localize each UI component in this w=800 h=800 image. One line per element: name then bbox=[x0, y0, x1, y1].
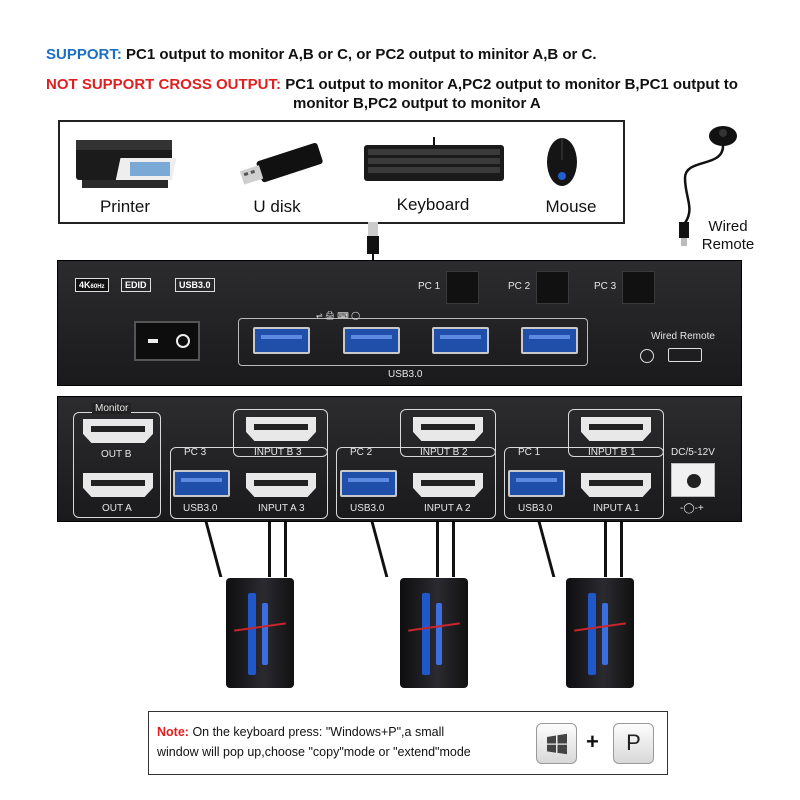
note-prefix: Note: bbox=[157, 725, 189, 739]
rear-pc3-label: PC 3 bbox=[184, 447, 207, 458]
printer-label: Printer bbox=[99, 197, 151, 216]
pc2-label: PC 2 bbox=[508, 281, 531, 292]
pc2-input-b-frame bbox=[400, 409, 496, 457]
input-a2-label: INPUT A 2 bbox=[424, 503, 471, 514]
wired-remote-label-1: Wired bbox=[708, 218, 748, 235]
printer-icon bbox=[68, 132, 186, 194]
usb-port-group bbox=[238, 318, 588, 366]
front-usb-port-1[interactable] bbox=[253, 327, 310, 354]
usb-cable-pc1 bbox=[537, 522, 556, 577]
hdmi-cable-pc1-a bbox=[604, 522, 607, 577]
support-line: SUPPORT: PC1 output to monitor A,B or C,… bbox=[46, 45, 786, 64]
hdmi-input-b3[interactable] bbox=[246, 417, 316, 441]
hdmi-out-b[interactable] bbox=[83, 419, 153, 443]
out-b-label: OUT B bbox=[101, 449, 132, 460]
pc2-button[interactable] bbox=[536, 271, 569, 304]
input-a3-label: INPUT A 3 bbox=[258, 503, 305, 514]
remote-jack-icon bbox=[640, 349, 654, 363]
udisk-label: U disk bbox=[253, 197, 301, 216]
rear-pc1-label: PC 1 bbox=[518, 447, 541, 458]
front-panel: 4K60Hz EDID USB3.0 PC 1 PC 2 PC 3 ⇌ 🖨 ⌨ … bbox=[57, 260, 742, 386]
not-support-prefix: NOT SUPPORT CROSS OUTPUT: bbox=[46, 76, 282, 93]
p-key: P bbox=[613, 723, 654, 764]
note-box: Note: On the keyboard press: "Windows+P"… bbox=[148, 711, 668, 775]
usb-cable-pc3 bbox=[204, 522, 223, 577]
dc-label: DC/5-12V bbox=[671, 447, 715, 458]
input-b3-label: INPUT B 3 bbox=[254, 447, 302, 458]
front-usb-port-3[interactable] bbox=[432, 327, 489, 354]
hdmi-input-a2[interactable] bbox=[413, 473, 483, 497]
input-b2-label: INPUT B 2 bbox=[420, 447, 468, 458]
hdmi-input-b2[interactable] bbox=[413, 417, 483, 441]
support-text: PC1 output to monitor A,B or C, or PC2 o… bbox=[126, 46, 597, 63]
usb-drive-icon bbox=[232, 140, 332, 190]
not-support-line: NOT SUPPORT CROSS OUTPUT: PC1 output to … bbox=[46, 75, 786, 94]
remote-port[interactable] bbox=[668, 348, 702, 362]
out-a-label: OUT A bbox=[102, 503, 132, 514]
hdmi-cable-pc2-a bbox=[436, 522, 439, 577]
rear-usb-pc3[interactable] bbox=[173, 470, 230, 497]
pc-tower-3-icon bbox=[226, 578, 294, 688]
hdmi-cable-pc1-b bbox=[620, 522, 623, 577]
pc1-rear-group bbox=[504, 447, 664, 519]
not-support-text-2: monitor B,PC2 output to monitor A bbox=[293, 95, 541, 112]
pc3-rear-group bbox=[170, 447, 328, 519]
hdmi-cable-pc3-a bbox=[268, 522, 271, 577]
rear-usb-pc1-label: USB3.0 bbox=[518, 503, 553, 514]
hdmi-input-b1[interactable] bbox=[581, 417, 651, 441]
usb-symbol-icon: ⇌ 🖨 ⌨ ◯ bbox=[316, 311, 361, 320]
hdmi-input-a1[interactable] bbox=[581, 473, 651, 497]
pc1-button[interactable] bbox=[446, 271, 479, 304]
wired-remote-label-2: Remote bbox=[701, 236, 755, 253]
keyboard-icon bbox=[360, 137, 510, 187]
front-usb-port-2[interactable] bbox=[343, 327, 400, 354]
dc-polarity-icon: -◯-+ bbox=[680, 503, 704, 514]
usb-cable-pc2 bbox=[370, 522, 389, 577]
keyboard-label: Keyboard bbox=[396, 195, 470, 214]
rear-usb-pc1[interactable] bbox=[508, 470, 565, 497]
input-a1-label: INPUT A 1 bbox=[593, 503, 640, 514]
support-prefix: SUPPORT: bbox=[46, 46, 122, 63]
badge-4k: 4K60Hz bbox=[75, 278, 109, 292]
not-support-text-1: PC1 output to monitor A,PC2 output to mo… bbox=[285, 76, 738, 93]
front-usb-label: USB3.0 bbox=[388, 369, 423, 380]
mouse-label: Mouse bbox=[545, 197, 597, 216]
front-usb-port-4[interactable] bbox=[521, 327, 578, 354]
pc3-input-b-frame bbox=[233, 409, 328, 457]
rear-pc2-label: PC 2 bbox=[350, 447, 373, 458]
hdmi-cable-pc2-b bbox=[452, 522, 455, 577]
accessory-box: Printer U disk Keyboard bbox=[58, 120, 625, 224]
note-text-1: On the keyboard press: "Windows+P",a sma… bbox=[192, 725, 445, 739]
mouse-icon bbox=[542, 130, 582, 190]
rear-usb-pc2[interactable] bbox=[340, 470, 397, 497]
input-b1-label: INPUT B 1 bbox=[588, 447, 636, 458]
pc-tower-1-icon bbox=[566, 578, 634, 688]
pc3-label: PC 3 bbox=[594, 281, 617, 292]
wired-remote-icon bbox=[665, 118, 765, 248]
pc3-button[interactable] bbox=[622, 271, 655, 304]
badge-usb: USB3.0 bbox=[175, 278, 215, 292]
plus-sign: + bbox=[586, 729, 599, 754]
rear-usb-pc3-label: USB3.0 bbox=[183, 503, 218, 514]
pc-tower-2-icon bbox=[400, 578, 468, 688]
badge-edid: EDID bbox=[121, 278, 151, 292]
monitor-label: Monitor bbox=[92, 403, 132, 414]
hdmi-cable-pc3-b bbox=[284, 522, 287, 577]
power-switch[interactable] bbox=[134, 321, 200, 361]
rear-panel: Monitor OUT B OUT A PC 3 INPUT B 3 USB3.… bbox=[57, 396, 742, 522]
pc1-label: PC 1 bbox=[418, 281, 441, 292]
hdmi-input-a3[interactable] bbox=[246, 473, 316, 497]
rear-usb-pc2-label: USB3.0 bbox=[350, 503, 385, 514]
pc2-rear-group bbox=[336, 447, 496, 519]
note-text-2: window will pop up,choose "copy"mode or … bbox=[157, 745, 471, 759]
hdmi-out-a[interactable] bbox=[83, 473, 153, 497]
wired-remote-port-label: Wired Remote bbox=[651, 331, 715, 342]
windows-key-icon bbox=[536, 723, 577, 764]
dc-jack[interactable] bbox=[671, 463, 715, 497]
note-line-1: Note: On the keyboard press: "Windows+P"… bbox=[157, 725, 527, 739]
pc1-input-b-frame bbox=[568, 409, 664, 457]
